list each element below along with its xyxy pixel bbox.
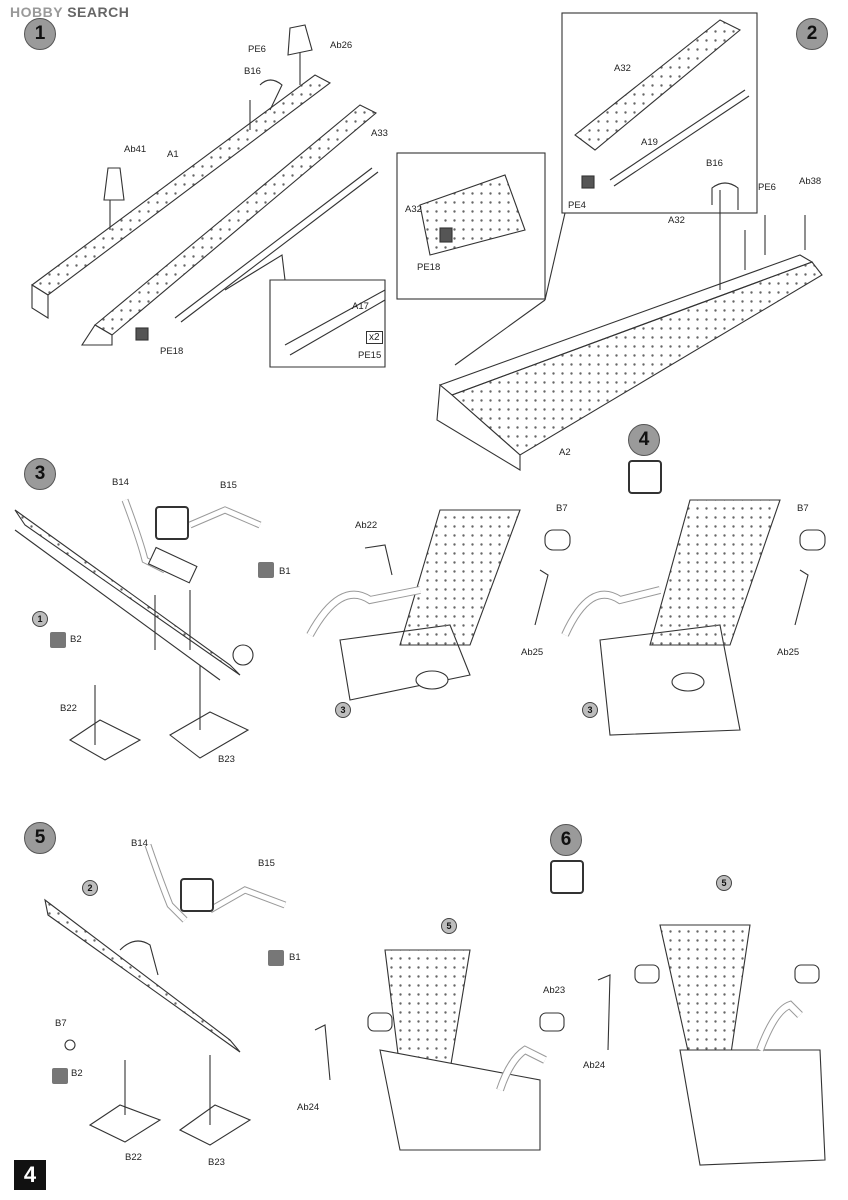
part-label: A1 — [167, 149, 179, 160]
brand-word: SEARCH — [67, 4, 130, 20]
part-label: B2 — [70, 634, 82, 645]
rotate-view-icon — [628, 460, 662, 494]
glue-icon — [258, 562, 274, 578]
subassembly-ref-5: 5 — [716, 875, 732, 891]
part-label: B2 — [71, 1068, 83, 1079]
subassembly-ref-3: 3 — [335, 702, 351, 718]
part-label: A2 — [559, 447, 571, 458]
part-label: B22 — [125, 1152, 142, 1163]
part-label: B7 — [797, 503, 809, 514]
rotate-view-icon — [155, 506, 189, 540]
part-label: A32 — [614, 63, 631, 74]
part-label: B15 — [220, 480, 237, 491]
part-label: B14 — [112, 477, 129, 488]
part-label: B7 — [55, 1018, 67, 1029]
part-label: Ab26 — [330, 40, 353, 51]
part-label: A33 — [371, 128, 388, 139]
step1-rail-a33 — [80, 104, 377, 346]
part-label: Ab41 — [124, 144, 147, 155]
part-label: Ab24 — [583, 1060, 606, 1071]
part-label: B16 — [244, 66, 261, 77]
part-label: Ab22 — [355, 520, 378, 531]
part-label: B1 — [289, 952, 301, 963]
part-label: PE15 — [358, 350, 382, 361]
rotate-view-icon — [180, 878, 214, 912]
part-label: PE6 — [758, 182, 776, 193]
step2-rail — [436, 254, 823, 471]
part-label: B1 — [279, 566, 291, 577]
part-label: A17 — [352, 301, 369, 312]
part-label: Ab25 — [777, 647, 800, 658]
quantity-value: 2 — [374, 332, 380, 343]
no-glue-icon — [52, 1068, 68, 1084]
subassembly-ref-1: 1 — [32, 611, 48, 627]
part-label: Ab23 — [543, 985, 566, 996]
part-label: A32 — [668, 215, 685, 226]
step1-rod — [174, 167, 379, 323]
part-label: A19 — [641, 137, 658, 148]
step-5-badge: 5 — [24, 822, 56, 854]
part-label: PE18 — [160, 346, 184, 357]
step-6-badge: 6 — [550, 824, 582, 856]
part-label: Ab25 — [521, 647, 544, 658]
subassembly-ref-2: 2 — [82, 880, 98, 896]
part-label: PE6 — [248, 44, 266, 55]
part-label: B16 — [706, 158, 723, 169]
brand-watermark: HOBBY SEARCH — [10, 4, 129, 20]
part-label: B22 — [60, 703, 77, 714]
step-2-badge: 2 — [796, 18, 828, 50]
subassembly-ref-5: 5 — [441, 918, 457, 934]
part-label: A32 — [405, 204, 422, 215]
subassembly-ref-3: 3 — [582, 702, 598, 718]
step-1-badge: 1 — [24, 18, 56, 50]
quantity-multiplier: x2 — [366, 331, 383, 344]
part-label: Ab24 — [297, 1102, 320, 1113]
step-3-badge: 3 — [24, 458, 56, 490]
part-label: Ab38 — [799, 176, 822, 187]
step1-rail-a1 — [31, 74, 332, 319]
part-label: PE4 — [568, 200, 586, 211]
part-label: B23 — [218, 754, 235, 765]
brand-logo-text: HOBBY — [10, 4, 63, 20]
step-4-badge: 4 — [628, 424, 660, 456]
part-label: B7 — [556, 503, 568, 514]
rotate-view-icon — [550, 860, 584, 894]
glue-icon — [268, 950, 284, 966]
part-label: PE18 — [417, 262, 441, 273]
part-label: B15 — [258, 858, 275, 869]
page-number: 4 — [14, 1160, 46, 1190]
no-glue-icon — [50, 632, 66, 648]
part-label: B14 — [131, 838, 148, 849]
part-label: B23 — [208, 1157, 225, 1168]
